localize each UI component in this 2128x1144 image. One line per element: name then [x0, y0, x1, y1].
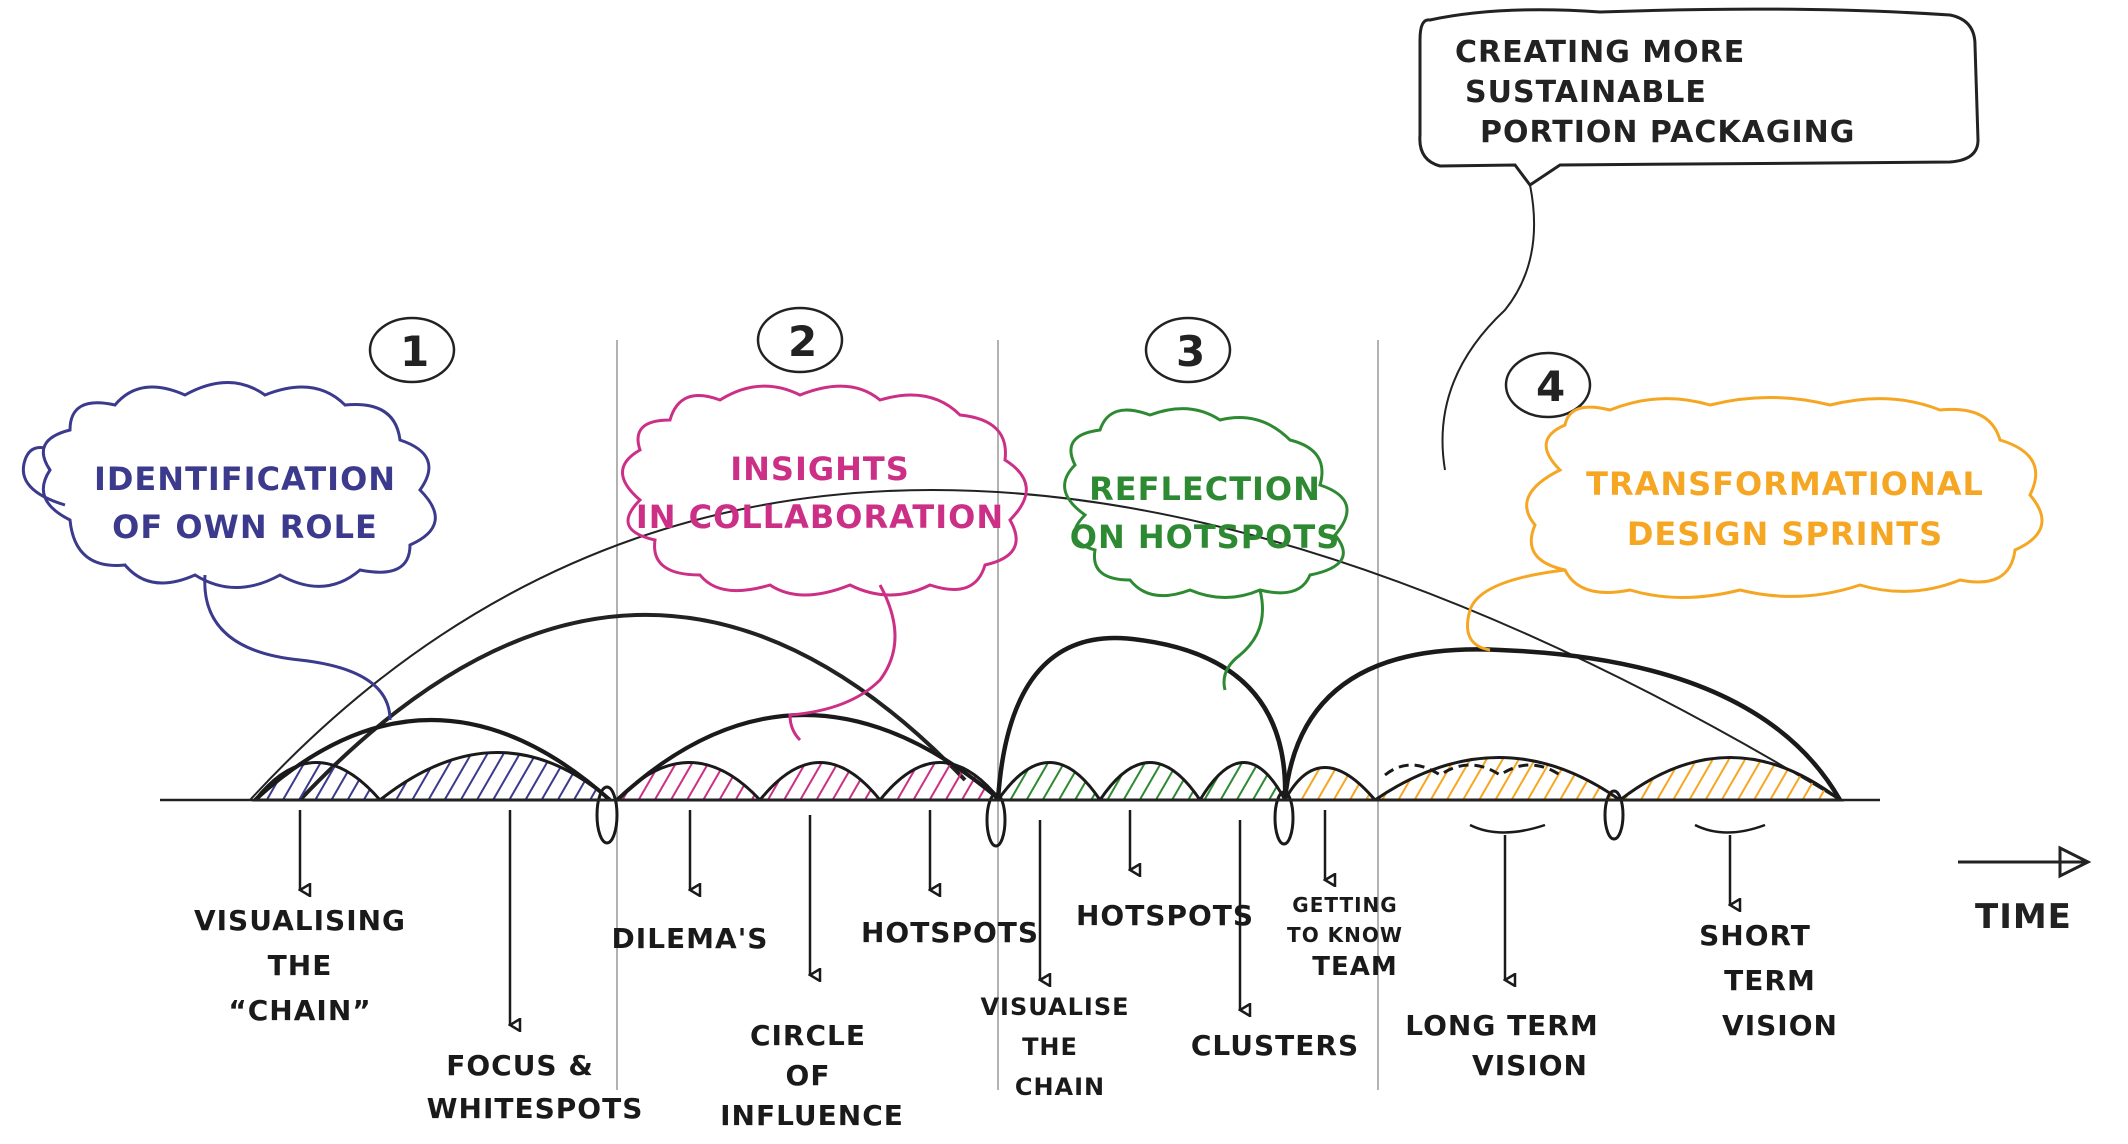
cloud-4-tail	[1466, 568, 1566, 652]
arc-2-top	[615, 713, 1002, 802]
bump-4a	[1282, 766, 1379, 802]
cloud-3-shape	[1063, 407, 1349, 599]
step-circle-3: INFLUENCE	[720, 1099, 904, 1132]
cloud-3-tail	[1222, 589, 1264, 691]
step-longterm-1: LONG TERM	[1405, 1009, 1598, 1042]
step-dilemmas: DILEMA'S	[612, 922, 769, 955]
phase-number-1: 1	[400, 327, 430, 376]
loop-1	[595, 785, 619, 845]
arc-4-top	[1282, 647, 1842, 802]
phase-number-circle-2	[756, 306, 844, 374]
step-clusters: CLUSTERS	[1191, 1029, 1359, 1062]
bump-4c	[1615, 756, 1845, 802]
phase-1-title-line2: OF OWN ROLE	[112, 508, 378, 546]
cloud-1-shape	[41, 381, 437, 589]
phase2-bumps	[613, 713, 1004, 802]
phase-number-2: 2	[788, 317, 818, 366]
phase-3-title-line1: REFLECTION	[1089, 470, 1321, 508]
callout-box	[1418, 7, 1980, 188]
bump-4b	[1370, 756, 1625, 802]
step-getting-2: TO KNOW	[1287, 923, 1403, 947]
phase-4-title-line2: DESIGN SPRINTS	[1627, 515, 1943, 553]
loop-3	[1273, 790, 1295, 846]
callout-line-3: PORTION PACKAGING	[1480, 115, 1855, 150]
bump-1b	[375, 751, 615, 802]
cloud-1-swirl	[22, 446, 66, 507]
cloud-2-shape	[621, 384, 1028, 597]
goal-callout: CREATING MORE SUSTAINABLE PORTION PACKAG…	[1418, 7, 1980, 471]
bump-3b	[1097, 761, 1203, 802]
cloud-4-shape	[1525, 396, 2044, 599]
step-hotspots2: HOTSPOTS	[861, 916, 1039, 949]
step-circle-1: CIRCLE	[750, 1019, 866, 1052]
step-focus-2: WHITESPOTS	[427, 1092, 644, 1125]
phase-2-title-line1: INSIGHTS	[730, 450, 910, 488]
step-labels: VISUALISING THE “CHAIN” FOCUS & WHITESPO…	[194, 893, 1838, 1132]
phase-1-title-line1: IDENTIFICATION	[94, 460, 396, 498]
step-circle-2: OF	[786, 1059, 831, 1092]
step-getting-1: GETTING	[1292, 893, 1397, 917]
loop-4	[1603, 789, 1625, 841]
cloud-phase-3: REFLECTION ON HOTSPOTS	[1063, 407, 1349, 691]
step-visualising-1: VISUALISING	[194, 904, 406, 937]
callout-tail	[1441, 184, 1536, 471]
loop-2	[985, 792, 1007, 848]
phase-number-3: 3	[1176, 327, 1206, 376]
phase3-bumps	[995, 635, 1288, 802]
bump-2b	[756, 761, 884, 802]
arc-3-top	[995, 635, 1288, 801]
step-visualising-2: THE	[268, 949, 333, 982]
step-hotspots3: HOTSPOTS	[1076, 899, 1254, 932]
time-arrow: TIME	[1958, 845, 2092, 937]
phase-number-circle-4	[1504, 351, 1592, 419]
phase-dividers	[616, 340, 1379, 1090]
loops	[595, 785, 1625, 848]
step-getting-3: TEAM	[1312, 952, 1398, 982]
step-shortterm-2: TERM	[1724, 964, 1816, 997]
bracket-shortterm	[1694, 823, 1766, 834]
bump-3c	[1197, 761, 1288, 802]
bump-3a	[995, 761, 1103, 802]
bump-2c	[876, 761, 1004, 802]
step-visualising-3: “CHAIN”	[228, 994, 371, 1027]
phase-numbers	[368, 306, 1592, 419]
time-label: TIME	[1975, 897, 2072, 937]
phase1-bumps	[251, 718, 615, 802]
arc-phase1-2	[298, 613, 967, 802]
arc-1-top	[253, 718, 612, 802]
phase4-bumps	[1282, 647, 1845, 802]
step-arrows	[300, 810, 1766, 1025]
phase-4-title-line1: TRANSFORMATIONAL	[1586, 465, 1984, 503]
step-shortterm-1: SHORT	[1699, 919, 1811, 952]
step-visualise-1: VISUALISE	[980, 993, 1129, 1021]
step-shortterm-3: VISION	[1722, 1009, 1838, 1042]
phase-number-circle-1	[368, 316, 456, 384]
step-visualise-2: THE	[1022, 1033, 1078, 1061]
cloud-phase-1: IDENTIFICATION OF OWN ROLE	[22, 381, 437, 721]
step-longterm-2: VISION	[1472, 1049, 1588, 1082]
step-focus-1: FOCUS &	[446, 1049, 594, 1082]
callout-line-2: SUSTAINABLE	[1465, 75, 1707, 110]
phase-number-circle-3	[1144, 316, 1232, 384]
cloud-phase-2: INSIGHTS IN COLLABORATION	[621, 384, 1028, 742]
overall-arc	[249, 489, 1841, 801]
cloud-1-tail	[203, 574, 392, 721]
step-visualise-3: CHAIN	[1015, 1073, 1105, 1101]
callout-line-1: CREATING MORE	[1455, 35, 1745, 70]
phase-2-title-line2: IN COLLABORATION	[636, 498, 1004, 536]
cloud-2-tail	[788, 584, 897, 742]
bracket-longterm	[1469, 823, 1546, 834]
phase-number-4: 4	[1536, 362, 1566, 411]
time-arrow-head	[2058, 845, 2092, 879]
cloud-phase-4: TRANSFORMATIONAL DESIGN SPRINTS	[1466, 396, 2044, 652]
phase-3-title-line2: ON HOTSPOTS	[1070, 518, 1341, 556]
